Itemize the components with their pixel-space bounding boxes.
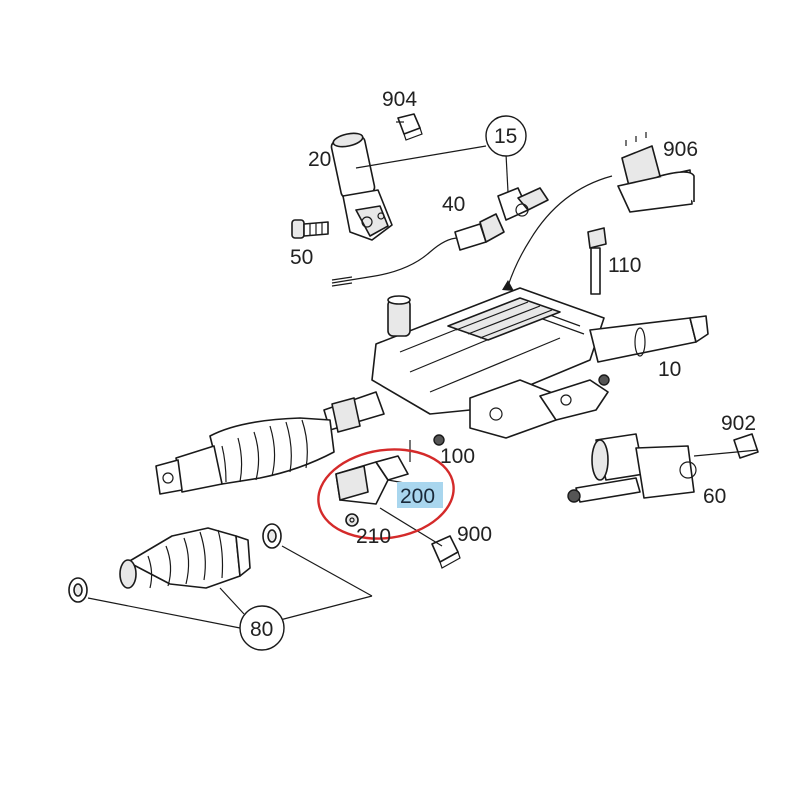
part-900-connector [431, 535, 461, 569]
part-906-switch [617, 132, 695, 213]
callout-15-circle [485, 115, 527, 157]
label-100: 100 [440, 445, 475, 468]
label-200: 200 [400, 485, 435, 508]
label-110: 110 [608, 254, 641, 277]
label-904: 904 [382, 88, 417, 111]
part-bellows-upper [155, 417, 335, 495]
label-10: 10 [658, 358, 681, 381]
part-100-nut [433, 434, 445, 446]
label-40: 40 [442, 193, 465, 216]
part-80-bellows [68, 523, 282, 603]
part-20-motor [330, 132, 393, 241]
highlight-circle [317, 448, 455, 540]
label-906: 906 [663, 138, 698, 161]
part-904-connector [397, 113, 423, 141]
label-15: 15 [494, 125, 517, 148]
part-210-nut [345, 513, 359, 527]
leader-lines [87, 121, 759, 629]
label-210: 210 [356, 525, 391, 548]
label-20: 20 [308, 148, 331, 171]
part-200-module [335, 440, 411, 505]
part-902-connector [733, 433, 759, 459]
part-40-flex-shaft [331, 213, 505, 287]
part-15-coupling [497, 187, 549, 221]
part-10-column [323, 287, 709, 439]
label-60: 60 [703, 485, 726, 508]
label-50: 50 [290, 246, 313, 269]
part-110-bolt [587, 227, 607, 295]
callout-80-circle [239, 605, 285, 651]
label-900: 900 [457, 523, 492, 546]
label-902: 902 [721, 412, 756, 435]
highlight-box-200 [397, 482, 443, 508]
label-80: 80 [250, 618, 273, 641]
part-50-bolt [291, 219, 329, 239]
part-60-motor [567, 433, 697, 503]
